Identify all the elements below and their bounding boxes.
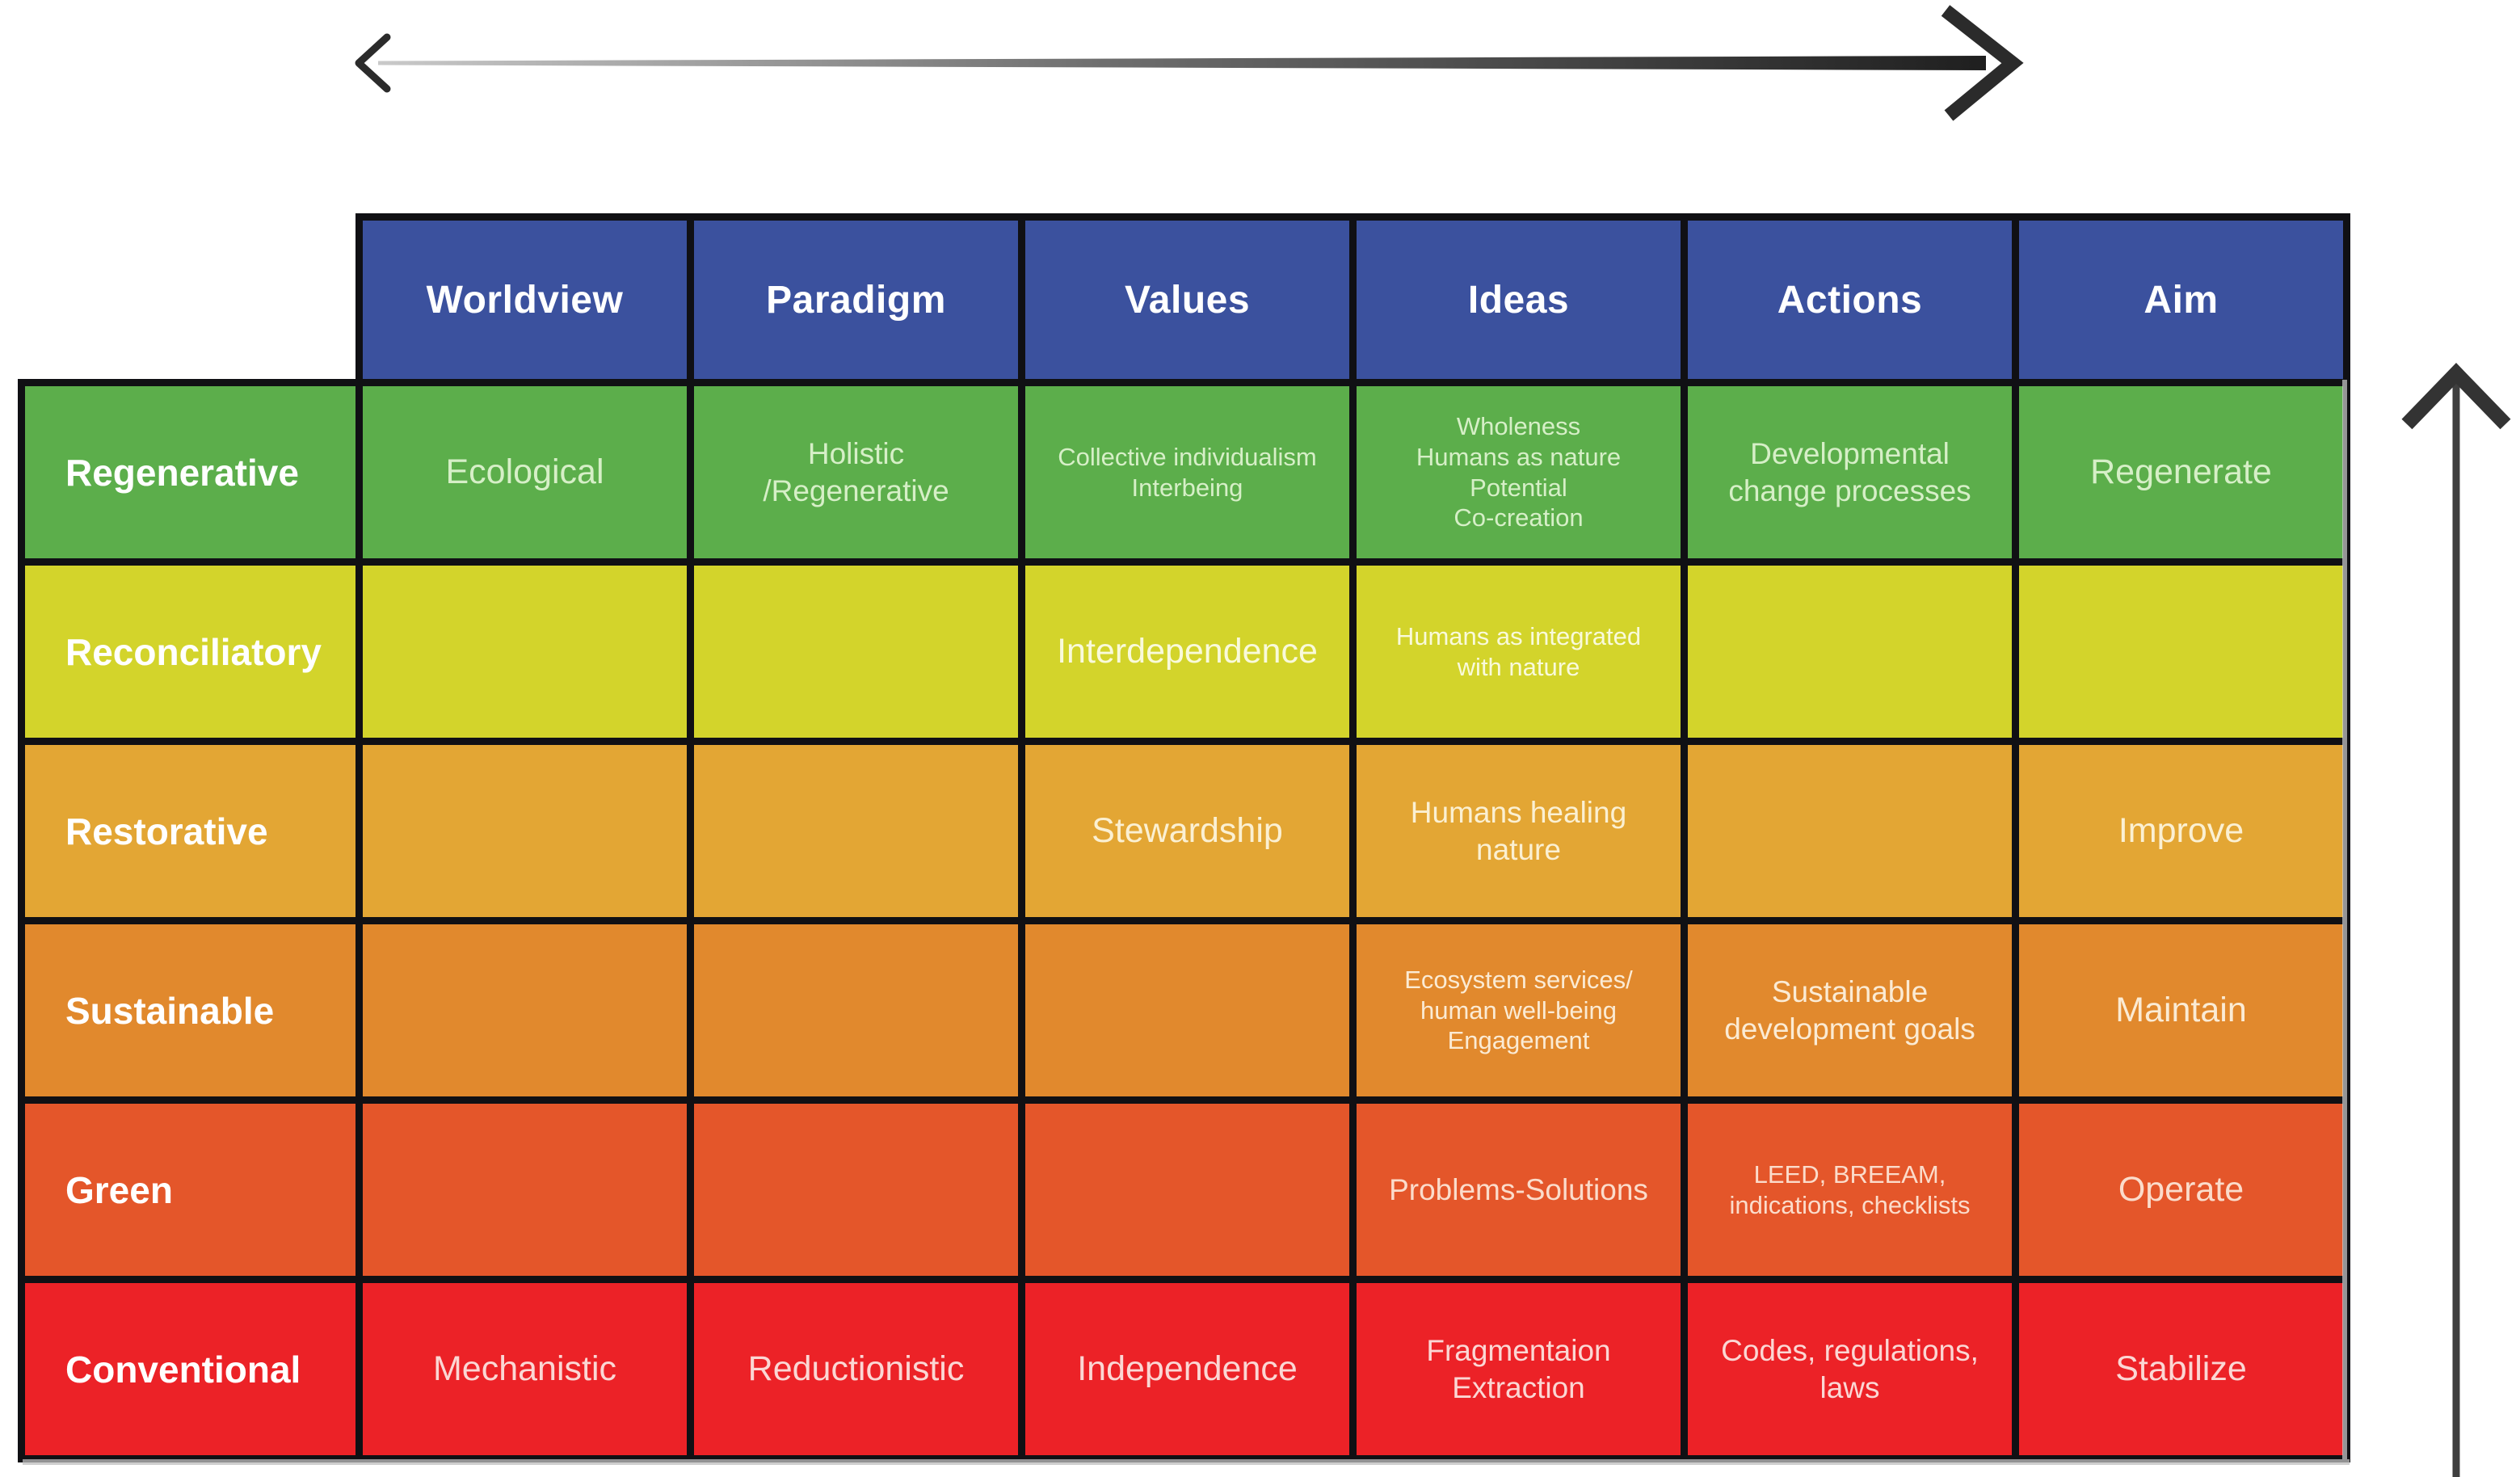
cell-green-actions: LEED, BREEAM, indications, checklists (1681, 1096, 2019, 1283)
corner-spacer (21, 217, 360, 383)
column-header-aim: Aim (2012, 213, 2350, 386)
horizontal-spectrum-arrow-icon (355, 5, 2024, 121)
cell-sustainable-values (1018, 917, 1357, 1104)
cell-regenerative-aim: Regenerate (2012, 379, 2350, 566)
cell-regenerative-values: Collective individualism Interbeing (1018, 379, 1357, 566)
cell-reconciliatory-ideas: Humans as integrated with nature (1349, 558, 1688, 745)
column-header-worldview: Worldview (355, 213, 694, 386)
row-label-regenerative: Regenerative (18, 379, 363, 566)
row-label-restorative: Restorative (18, 738, 363, 924)
cell-green-ideas: Problems-Solutions (1349, 1096, 1688, 1283)
row-label-conventional: Conventional (18, 1276, 363, 1462)
cell-sustainable-actions: Sustainable development goals (1681, 917, 2019, 1104)
cell-restorative-paradigm (687, 738, 1025, 924)
cell-green-paradigm (687, 1096, 1025, 1283)
row-label-reconciliatory: Reconciliatory (18, 558, 363, 745)
cell-green-worldview (355, 1096, 694, 1283)
cell-conventional-actions: Codes, regulations, laws (1681, 1276, 2019, 1462)
cell-sustainable-ideas: Ecosystem services/ human well-being Eng… (1349, 917, 1688, 1104)
table-bottom-shadow (23, 1459, 2350, 1465)
upward-arrow-icon (2401, 363, 2511, 1477)
table-right-shadow (2342, 380, 2347, 1459)
row-label-sustainable: Sustainable (18, 917, 363, 1104)
cell-reconciliatory-worldview (355, 558, 694, 745)
cell-restorative-aim: Improve (2012, 738, 2350, 924)
column-header-ideas: Ideas (1349, 213, 1688, 386)
cell-sustainable-worldview (355, 917, 694, 1104)
cell-sustainable-aim: Maintain (2012, 917, 2350, 1104)
cell-regenerative-paradigm: Holistic /Regenerative (687, 379, 1025, 566)
row-label-green: Green (18, 1096, 363, 1283)
cell-conventional-aim: Stabilize (2012, 1276, 2350, 1462)
cell-conventional-ideas: Fragmentaion Extraction (1349, 1276, 1688, 1462)
column-header-paradigm: Paradigm (687, 213, 1025, 386)
cell-conventional-worldview: Mechanistic (355, 1276, 694, 1462)
cell-reconciliatory-values: Interdependence (1018, 558, 1357, 745)
cell-restorative-ideas: Humans healing nature (1349, 738, 1688, 924)
cell-restorative-values: Stewardship (1018, 738, 1357, 924)
cell-reconciliatory-aim (2012, 558, 2350, 745)
cell-green-aim: Operate (2012, 1096, 2350, 1283)
cell-reconciliatory-actions (1681, 558, 2019, 745)
cell-restorative-actions (1681, 738, 2019, 924)
column-header-actions: Actions (1681, 213, 2019, 386)
cell-green-values (1018, 1096, 1357, 1283)
cell-regenerative-ideas: Wholeness Humans as nature Potential Co-… (1349, 379, 1688, 566)
cell-conventional-paradigm: Reductionistic (687, 1276, 1025, 1462)
cell-sustainable-paradigm (687, 917, 1025, 1104)
table-row-sustainable: Sustainable Ecosystem services/ human wel… (18, 917, 2350, 1104)
cell-restorative-worldview (355, 738, 694, 924)
cell-regenerative-worldview: Ecological (355, 379, 694, 566)
cell-reconciliatory-paradigm (687, 558, 1025, 745)
column-header-values: Values (1018, 213, 1357, 386)
cell-regenerative-actions: Developmental change processes (1681, 379, 2019, 566)
cell-conventional-values: Independence (1018, 1276, 1357, 1462)
